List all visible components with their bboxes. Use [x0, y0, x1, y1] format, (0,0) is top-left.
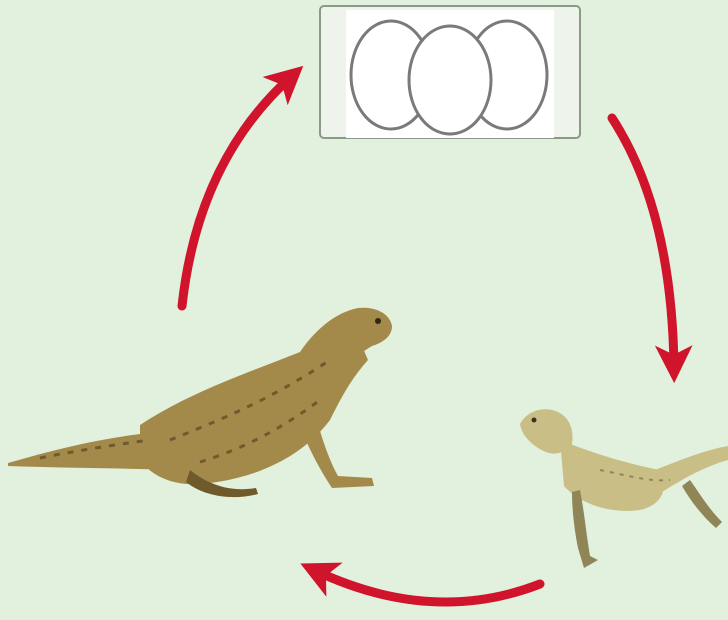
egg-icon	[409, 26, 491, 134]
adult-lizard-icon	[8, 308, 392, 497]
eggs-stage	[320, 6, 580, 138]
arrow-juvenile-to-adult	[314, 570, 540, 602]
juvenile-lizard-icon	[520, 409, 728, 568]
eggs-icon	[351, 21, 547, 134]
arrow-adult-to-eggs	[182, 76, 292, 306]
arrow-eggs-to-juvenile	[612, 118, 674, 368]
